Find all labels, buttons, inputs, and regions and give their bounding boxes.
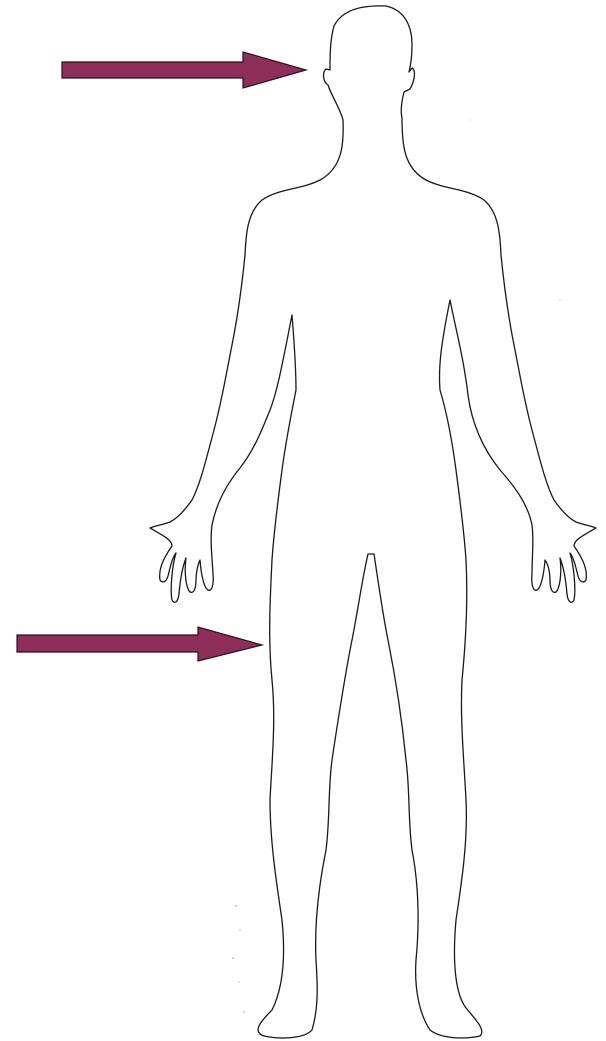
arrow-lower <box>17 627 262 661</box>
body-outline <box>150 118 596 1038</box>
arrow-upper-icon <box>62 52 306 88</box>
head-outline <box>324 6 415 120</box>
paper-specks <box>232 119 561 1013</box>
arrow-lower-icon <box>17 627 262 661</box>
arrow-upper <box>62 52 306 88</box>
